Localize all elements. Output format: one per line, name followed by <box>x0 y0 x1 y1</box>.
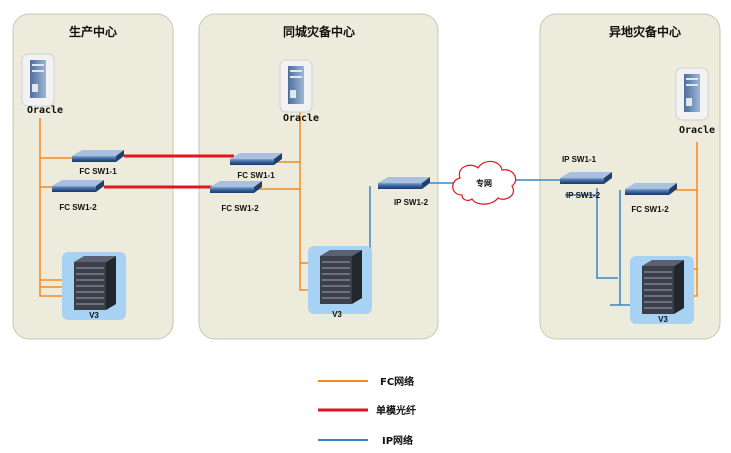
same-city-oracle-server-icon <box>279 59 313 113</box>
production-fc-switch-2-label: FC SW1-2 <box>59 203 97 212</box>
legend: FC网络 单模光纤 IP网络 <box>318 375 416 447</box>
production-oracle-server-icon <box>21 53 55 107</box>
same-city-fc-switch-2-icon <box>210 181 262 193</box>
same-city-ip-switch-icon <box>378 177 430 189</box>
production-fc-switch-2-icon <box>52 180 104 192</box>
same-city-ip-switch-label: IP SW1-2 <box>394 198 429 207</box>
same-city-v3-storage-icon <box>307 245 373 315</box>
same-city-fc-switch-1-label: FC SW1-1 <box>237 171 275 180</box>
remote-oracle-label: Oracle <box>679 125 715 136</box>
production-oracle-label: Oracle <box>27 105 63 116</box>
zone-title-production: 生产中心 <box>69 24 117 39</box>
private-network-cloud-icon <box>452 160 517 205</box>
legend-fiber-label: 单模光纤 <box>376 404 416 417</box>
zone-title-same-city: 同城灾备中心 <box>283 24 355 39</box>
remote-ip-switch-icon <box>560 172 612 184</box>
remote-ip-switch-1-label: IP SW1-1 <box>562 155 597 164</box>
same-city-v3-label: V3 <box>332 310 342 319</box>
legend-ip-label: IP网络 <box>382 434 413 447</box>
remote-ip-switch-2-label: IP SW1-2 <box>566 191 601 200</box>
single-mode-fiber-links <box>104 154 234 189</box>
production-fc-switch-1-label: FC SW1-1 <box>79 167 117 176</box>
production-fc-switch-1-icon <box>72 150 124 162</box>
same-city-fc-switch-2-label: FC SW1-2 <box>221 204 259 213</box>
zone-same-city <box>198 13 439 340</box>
production-v3-storage-icon <box>61 251 127 321</box>
remote-v3-storage-icon <box>629 255 695 325</box>
remote-v3-label: V3 <box>658 315 668 324</box>
remote-fc-switch-icon <box>625 183 677 195</box>
legend-fc-label: FC网络 <box>380 375 414 388</box>
remote-oracle-server-icon <box>675 67 709 121</box>
remote-fc-switch-2-label: FC SW1-2 <box>631 205 669 214</box>
same-city-fc-switch-1-icon <box>230 153 282 165</box>
same-city-oracle-label: Oracle <box>283 113 319 124</box>
production-v3-label: V3 <box>89 311 99 320</box>
fc-network-links <box>39 110 698 297</box>
zone-title-remote: 异地灾备中心 <box>609 24 681 39</box>
private-network-label: 专网 <box>476 178 492 188</box>
